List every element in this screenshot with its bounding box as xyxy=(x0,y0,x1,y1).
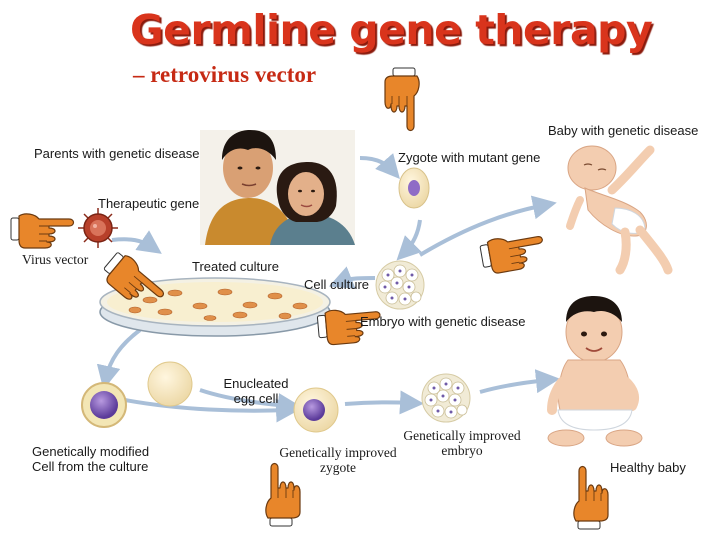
label-enucleated-line2: egg cell xyxy=(233,391,279,406)
flow-arrows xyxy=(96,153,560,423)
label-modified-line2: Cell from the culture xyxy=(32,459,149,474)
label-parents: Parents with genetic disease xyxy=(34,146,200,161)
label-virus-vector: Virus vector xyxy=(22,252,89,267)
baby-icon xyxy=(566,145,673,275)
pointing-hand-icon xyxy=(573,465,609,530)
improved-embryo-icon xyxy=(421,373,471,423)
label-zygote-mutant: Zygote with mutant gene xyxy=(398,150,541,165)
petri-dish-icon xyxy=(99,277,331,337)
label-embryo-disease: Embryo with genetic disease xyxy=(360,314,526,329)
label-improved-embryo-line2: embryo xyxy=(441,443,483,458)
pointing-hand-icon xyxy=(384,67,420,132)
label-baby-disease: Baby with genetic disease xyxy=(548,123,699,138)
label-treated-culture: Treated culture xyxy=(192,259,279,274)
parents-icon xyxy=(200,130,355,245)
label-modified-cell: Genetically modified Cell from the cultu… xyxy=(32,444,149,474)
improved-zygote-icon xyxy=(293,387,339,433)
label-improved-embryo-line1: Genetically improved xyxy=(403,428,521,443)
label-cell-culture: Cell culture xyxy=(304,277,370,292)
label-enucleated-line1: Enucleated xyxy=(223,376,289,391)
label-modified-line1: Genetically modified xyxy=(32,444,150,459)
pointing-hand-icon xyxy=(10,213,75,249)
modified-cell-icon xyxy=(81,382,127,428)
pointing-hand-icon xyxy=(478,230,548,276)
healthy-baby-icon xyxy=(547,296,643,447)
label-improved-zygote-line2: zygote xyxy=(320,460,356,475)
diagram-subtitle: – retrovirus vector xyxy=(133,62,317,87)
label-improved-embryo: Genetically improved embryo xyxy=(392,428,532,458)
diagram-title: Germline gene therapy xyxy=(130,6,653,54)
cell-icon xyxy=(398,167,430,209)
virus-icon xyxy=(78,208,118,248)
label-enucleated-egg: Enucleated egg cell xyxy=(222,376,290,406)
label-therapeutic-gene: Therapeutic gene xyxy=(98,196,200,211)
egg-cell-icon xyxy=(147,361,193,407)
label-healthy-baby: Healthy baby xyxy=(610,460,686,475)
embryo-icon xyxy=(375,260,425,310)
label-improved-zygote-line1: Genetically improved xyxy=(279,445,397,460)
label-improved-zygote: Genetically improved zygote xyxy=(268,445,408,475)
